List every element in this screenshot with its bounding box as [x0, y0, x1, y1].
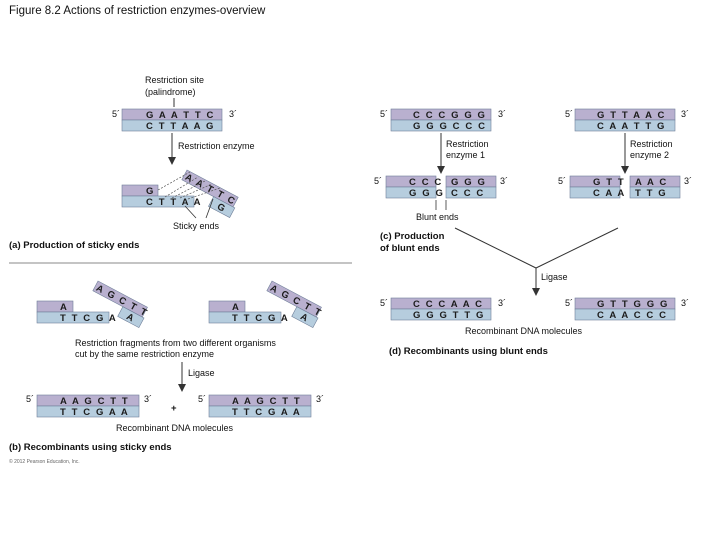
c-left-three-prime: 3´ [498, 109, 506, 119]
panel-a: Restriction site (palindrome) 5´ 3´ G A … [9, 75, 255, 251]
ligase-label-b: Ligase [188, 368, 215, 378]
d-right-bottom-sequence: C A A C C C [597, 310, 668, 321]
c-cut-right-a-bottom-seq: C A A [593, 188, 626, 199]
d-right-top-sequence: G T T G G G [597, 299, 669, 310]
fragment-bottom-strand [121, 195, 195, 208]
released-bottom-strand [208, 196, 236, 218]
palindrome-label: (palindrome) [145, 87, 196, 97]
d-left-bottom-strand [390, 308, 492, 321]
c-cut-right-three-prime: 3´ [684, 176, 692, 186]
c-cut-left-three-prime: 3´ [500, 176, 508, 186]
d-right-three-prime: 3´ [681, 298, 689, 308]
restriction-site-label: Restriction site [145, 75, 204, 85]
c-cut-left-b-bottom [445, 186, 497, 199]
right-fragment-top-sequence: A [232, 302, 240, 313]
left-incoming-bottom-strand [117, 306, 145, 329]
d-left-three-prime: 3´ [498, 298, 506, 308]
fragments-description-line1: Restriction fragments from two different… [75, 338, 276, 348]
dna-bottom-sequence: C T T A A G [146, 121, 215, 132]
rec2-top-sequence: A A G C T T [232, 396, 301, 407]
c-right-bottom-sequence: C A A T T G [597, 121, 666, 132]
rec1-five-prime: 5´ [26, 394, 34, 404]
c-cut-left-b-bottom-seq: C C C [451, 188, 485, 199]
d-left-top-sequence: C C C A A C [413, 299, 484, 310]
right-fragment-bottom-sequence: T T C G A [232, 313, 289, 324]
left-incoming-top-strand [92, 280, 148, 318]
c-cut-left-a-bottom-seq: G G G [409, 188, 444, 199]
rec2-five-prime: 5´ [198, 394, 206, 404]
panel-c-caption-line2: of blunt ends [380, 243, 440, 254]
rec2-bottom-sequence: T T C G A A [232, 407, 301, 418]
converge-line-left [454, 227, 537, 269]
plus-sign: + [171, 403, 177, 414]
c-cut-right-b-bottom-seq: T T G [635, 188, 667, 199]
five-prime-label: 5´ [112, 109, 120, 119]
c-left-bottom-sequence: G G G C C C [413, 121, 487, 132]
left-fragment-top-sequence: A [60, 302, 68, 313]
dna-top-sequence: G A A T T C [146, 110, 215, 121]
c-cut-right-a-bottom [569, 186, 621, 199]
fragments-description-line2: cut by the same restriction enzyme [75, 349, 214, 359]
right-incoming-bottom-strand [291, 306, 319, 329]
sticky-pointer-left [184, 205, 197, 219]
c-right-top-sequence: G T T A A C [597, 110, 666, 121]
c-cut-left-a-top-seq: C C C [409, 177, 443, 188]
enzyme1-label-line2: enzyme 1 [446, 150, 485, 160]
c-cut-right-a-top-seq: G T T [593, 177, 625, 188]
c-cut-right-b-top-seq: A A C [635, 177, 668, 188]
recombinant-label-d: Recombinant DNA molecules [465, 326, 583, 336]
c-right-five-prime: 5´ [565, 109, 573, 119]
panel-c: 5´ 3´ C C C G G G G G G C C C 5´ 3´ G T … [374, 108, 692, 254]
figure-title: Figure 8.2 Actions of restriction enzyme… [9, 5, 266, 17]
panel-c-caption-line1: (c) Production [380, 231, 445, 242]
c-left-top-sequence: C C C G G G [413, 110, 487, 121]
c-cut-left-five-prime: 5´ [374, 176, 382, 186]
hydrogen-bond-lines [157, 171, 221, 200]
enzyme2-label-line1: Restriction [630, 139, 673, 149]
ligase-label-d: Ligase [541, 272, 568, 282]
restriction-enzyme-label: Restriction enzyme [178, 141, 255, 151]
enzyme1-label-line1: Restriction [446, 139, 489, 149]
rec2-bottom-strand [208, 405, 312, 418]
panel-d: Ligase 5´ 3´ C C C A A C G G G T T G 5´ … [380, 227, 689, 357]
three-prime-label: 3´ [229, 109, 237, 119]
c-right-three-prime: 3´ [681, 109, 689, 119]
d-left-five-prime: 5´ [380, 298, 388, 308]
rec1-bottom-sequence: T T C G A A [60, 407, 129, 418]
sticky-ends-label: Sticky ends [173, 221, 220, 231]
fragment-top-sequence: G [146, 186, 155, 197]
released-top-strand [181, 169, 239, 208]
c-left-five-prime: 5´ [380, 109, 388, 119]
rec1-top-sequence: A A G C T T [60, 396, 129, 407]
blunt-ends-label: Blunt ends [416, 212, 459, 222]
rec1-three-prime: 3´ [144, 394, 152, 404]
rec1-bottom-strand [36, 405, 140, 418]
enzyme2-label-line2: enzyme 2 [630, 150, 669, 160]
panel-a-caption: (a) Production of sticky ends [9, 240, 139, 251]
copyright-notice: © 2012 Pearson Education, Inc. [9, 458, 80, 465]
converge-line-right [535, 227, 619, 269]
panel-b-caption: (b) Recombinants using sticky ends [9, 442, 172, 453]
c-cut-left-a-bottom [385, 186, 437, 199]
d-left-bottom-sequence: G G G T T G [413, 310, 485, 321]
panel-d-caption: (d) Recombinants using blunt ends [389, 346, 548, 357]
c-cut-right-b-bottom [629, 186, 681, 199]
recombinant-label-b: Recombinant DNA molecules [116, 423, 234, 433]
d-right-five-prime: 5´ [565, 298, 573, 308]
fragment-bottom-sequence: C T T A A [146, 197, 202, 208]
left-fragment-bottom-strand [36, 311, 110, 324]
panel-b: A T T C G A A G C T T A A T T C G A A G … [9, 280, 324, 453]
sticky-pointer-right [205, 198, 214, 219]
c-cut-right-five-prime: 5´ [558, 176, 566, 186]
c-cut-left-b-top-seq: G G G [451, 177, 486, 188]
c-right-bottom-strand [574, 119, 676, 132]
d-right-bottom-strand [574, 308, 676, 321]
right-incoming-top-strand [266, 280, 322, 318]
rec2-three-prime: 3´ [316, 394, 324, 404]
right-fragment-bottom-strand [208, 311, 282, 324]
left-fragment-bottom-sequence: T T C G A [60, 313, 117, 324]
dna-bottom-strand [121, 119, 223, 132]
c-left-bottom-strand [390, 119, 492, 132]
